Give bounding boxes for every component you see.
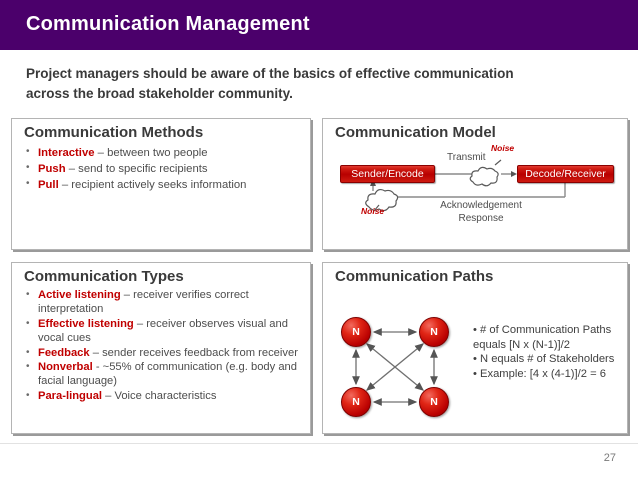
paths-note-line: • N equals # of Stakeholders xyxy=(473,353,615,366)
type-item: Feedback – sender receives feedback from… xyxy=(22,347,302,361)
paths-note-line: • Example: [4 x (4-1)]/2 = 6 xyxy=(473,367,606,380)
path-node: N xyxy=(419,317,449,347)
type-item: Nonverbal - ~55% of communication (e.g. … xyxy=(22,361,302,389)
panel-communication-types: Communication Types Active listening – r… xyxy=(11,262,311,434)
model-box-sender: Sender/Encode xyxy=(340,165,435,183)
model-label-transmit: Transmit xyxy=(447,152,486,163)
subtitle-text: Project managers should be aware of the … xyxy=(26,66,514,101)
path-node: N xyxy=(341,387,371,417)
path-node: N xyxy=(341,317,371,347)
path-node: N xyxy=(419,387,449,417)
methods-list: Interactive – between two peoplePush – s… xyxy=(22,146,302,195)
paths-connector-lines xyxy=(352,328,438,406)
panel-title-paths: Communication Paths xyxy=(335,268,494,285)
model-ack-line: Acknowledgement xyxy=(440,200,522,211)
paths-notes: • # of Communication Paths equals [N x (… xyxy=(473,323,625,381)
method-term: Pull xyxy=(38,179,59,192)
panel-title-methods: Communication Methods xyxy=(24,124,204,141)
type-description: - ~55% of communication (e.g. body and f… xyxy=(38,361,298,388)
page-title: Communication Management xyxy=(26,13,310,35)
type-term: Effective listening xyxy=(38,317,134,330)
paths-note-line: • # of Communication Paths equals [N x (… xyxy=(473,324,612,351)
method-item: Pull – recipient actively seeks informat… xyxy=(22,178,302,192)
panel-communication-paths: Communication Paths xyxy=(322,262,628,434)
type-description: – receiver verifies correct interpretati… xyxy=(38,289,249,315)
types-list: Active listening – receiver verifies cor… xyxy=(22,289,302,405)
model-label-noise-bottom: Noise xyxy=(361,206,385,216)
method-description: – between two people xyxy=(94,147,208,159)
panel-communication-methods: Communication Methods Interactive – betw… xyxy=(11,118,311,250)
type-description: – receiver observes visual and vocal cue… xyxy=(38,317,288,344)
type-description: – Voice characteristics xyxy=(102,390,217,403)
model-label-noise-top: Noise xyxy=(491,143,515,153)
type-item: Effective listening – receiver observes … xyxy=(22,318,302,346)
method-description: – recipient actively seeks information xyxy=(58,179,247,192)
panel-title-types: Communication Types xyxy=(24,268,184,285)
header-bar xyxy=(0,0,638,50)
type-term: Feedback xyxy=(38,346,90,359)
model-box-receiver: Decode/Receiver xyxy=(517,165,614,183)
communication-model-diagram: Sender/Encode Decode/Receiver Transmit A… xyxy=(323,119,629,251)
method-term: Interactive xyxy=(38,147,95,159)
page-number: 27 xyxy=(603,452,616,464)
panel-title-model: Communication Model xyxy=(335,124,496,141)
footer-divider xyxy=(0,443,638,444)
type-description: – sender receives feedback from receiver xyxy=(89,346,298,359)
method-item: Push – send to specific recipients xyxy=(22,162,302,176)
type-item: Para-lingual – Voice characteristics xyxy=(22,390,302,404)
type-term: Nonverbal xyxy=(38,361,93,374)
method-description: – send to specific recipients xyxy=(65,163,208,176)
type-term: Para-lingual xyxy=(38,390,103,403)
model-ack-line: Response xyxy=(458,212,504,224)
type-item: Active listening – receiver verifies cor… xyxy=(22,289,302,317)
type-term: Active listening xyxy=(38,289,121,301)
communication-paths-diagram: N N N N xyxy=(331,303,461,423)
model-connector-lines xyxy=(365,159,566,212)
panel-communication-model: Communication Model xyxy=(322,118,628,250)
method-item: Interactive – between two people xyxy=(22,146,302,160)
method-term: Push xyxy=(38,163,66,176)
